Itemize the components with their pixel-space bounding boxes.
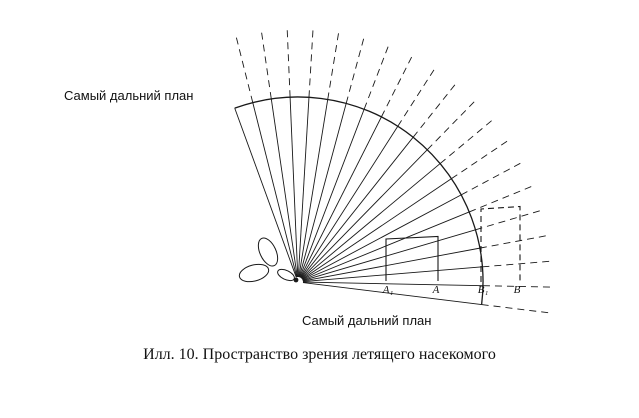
vision-ray (302, 281, 483, 287)
vision-ray (297, 97, 310, 278)
label-b: В (514, 284, 521, 296)
vision-ray (301, 163, 441, 280)
vision-ray-extension (381, 56, 413, 118)
vision-ray (302, 282, 482, 305)
vision-ray (234, 108, 297, 278)
vision-ray-extension (363, 46, 389, 110)
vision-ray-extension (327, 33, 339, 100)
vision-rays-solid (234, 97, 483, 305)
figure-caption: Илл. 10. Пространство зрения летящего на… (143, 346, 496, 363)
label-a: А (432, 284, 440, 296)
vision-ray-extension (235, 37, 254, 103)
label-far-plane-bottom: Самый дальний план (302, 313, 432, 328)
vision-ray-extension (475, 210, 540, 231)
vision-ray (299, 109, 365, 278)
vision-ray (302, 266, 483, 283)
object-b-outline (480, 205, 521, 282)
vision-ray (298, 103, 347, 278)
vision-ray (301, 149, 428, 279)
vision-ray-extension (427, 101, 475, 151)
vision-ray (299, 116, 382, 278)
vision-ray-extension (460, 162, 521, 196)
vision-ray (302, 247, 480, 282)
object-a-outline (385, 235, 439, 281)
vision-ray-extension (261, 32, 272, 100)
insect-wing-upper (257, 237, 279, 267)
vision-ray (289, 97, 299, 278)
vision-ray-extension (286, 30, 291, 98)
vision-ray-extension (481, 304, 549, 314)
vision-ray (301, 178, 452, 280)
vision-ray-extension (308, 30, 314, 98)
insect-illustration (238, 237, 299, 283)
vision-ray (270, 98, 298, 278)
label-far-plane-top: Самый дальний план (64, 88, 194, 103)
vision-ray (302, 229, 476, 282)
vision-ray (252, 102, 298, 278)
vision-rays-dashed (235, 30, 550, 314)
vision-ray-extension (479, 235, 546, 249)
vision-ray (302, 194, 462, 281)
label-b1: В₁ (478, 284, 489, 296)
insect-wing-lower (238, 263, 270, 283)
label-a1: А₁ (382, 284, 394, 296)
vision-ray-extension (482, 260, 550, 268)
vision-ray-extension (345, 38, 365, 104)
vision-arc (234, 96, 484, 305)
vision-ray (300, 125, 399, 279)
vision-ray (300, 136, 414, 279)
vision-ray (298, 99, 329, 278)
insect-head (293, 277, 299, 283)
